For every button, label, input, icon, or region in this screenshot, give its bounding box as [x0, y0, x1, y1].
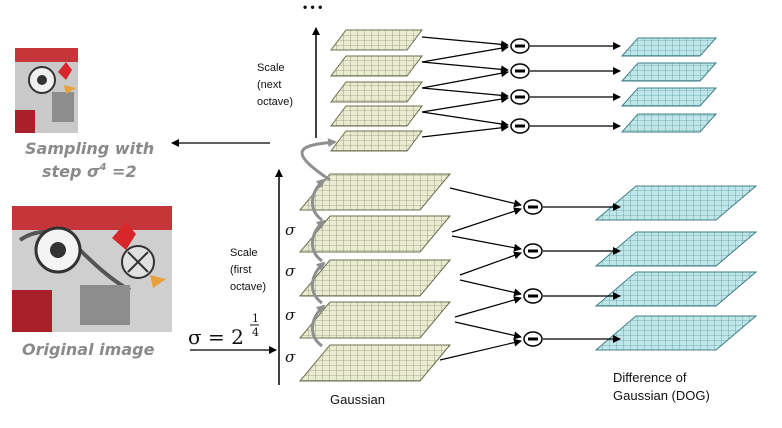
- first-gaussian-layer-3: [298, 259, 452, 297]
- sigma-loop-arrow-1: [311, 304, 326, 348]
- first-minus-node-4: [523, 331, 543, 347]
- first-arrow-g3-m3: [459, 279, 522, 297]
- next-arrow-g4-m3: [421, 95, 509, 113]
- sigma-formula-lhs: σ = 2: [188, 325, 244, 349]
- next-arrow-g3-m2: [421, 69, 509, 89]
- scale-next-label-2: (next: [257, 79, 281, 91]
- arrows: [171, 27, 621, 385]
- gaussian-label: Gaussian: [330, 392, 385, 407]
- next-arrow-g2-m2: [421, 61, 509, 74]
- first-arrow-g3-m2: [459, 251, 522, 276]
- sigma-label-3: σ: [285, 306, 296, 324]
- svg-text:Difference of Gaussian (DO: Difference of Gaussian (DOG): [613, 370, 710, 403]
- sigma-label-1: σ: [285, 221, 296, 239]
- next-dog-layer-4: [620, 113, 718, 133]
- first-dog-layer-3: [594, 271, 758, 307]
- first-arrow-g5-m4: [439, 338, 522, 361]
- ellipsis-label: • • •: [303, 0, 322, 14]
- dog-label-line2: Gaussian (DOG): [613, 388, 710, 403]
- next-minus-node-4: [510, 118, 530, 134]
- sigma-loop-arrow-3: [311, 219, 326, 263]
- next-arrow-g2-m1: [421, 44, 509, 63]
- first-gaussian-layer-4: [298, 301, 452, 339]
- octave-transition-arrow: [300, 138, 337, 182]
- sigma-formula-numerator: 1: [252, 312, 259, 325]
- sigma-loop-arrow-4: [311, 178, 326, 222]
- next-gaussian-layer-1: [330, 29, 423, 51]
- sigma-loop-arrow-2: [311, 261, 326, 305]
- first-arrow-g2-m2: [451, 235, 522, 252]
- sigma-label-4: σ: [285, 348, 296, 366]
- scale-first-label-3: octave): [230, 281, 266, 293]
- small-graffiti-image: [15, 48, 78, 133]
- next-arrow-g3-m3: [421, 87, 509, 100]
- sampling-caption-value: =2: [106, 162, 136, 181]
- scale-next-label-3: octave): [257, 96, 293, 108]
- next-minus-node-3: [510, 89, 530, 105]
- next-dog-layer-2: [620, 62, 718, 82]
- svg-text:Scale (next octave): Scale (next octave): [257, 62, 293, 108]
- original-graffiti-image: [12, 206, 172, 332]
- next-gaussian-layer-4: [330, 105, 423, 127]
- sigma-label-2: σ: [285, 262, 296, 280]
- next-minus-node-2: [510, 63, 530, 79]
- first-arrow-g4-m4: [454, 321, 522, 340]
- sigma-formula-denominator: 4: [252, 326, 259, 339]
- next-dog-layer-1: [620, 37, 718, 57]
- scale-first-label-1: Scale: [230, 247, 258, 259]
- next-dog-layer-3: [620, 87, 718, 107]
- dog-label-line1: Difference of: [613, 370, 687, 385]
- first-dog-layer-1: [594, 185, 758, 221]
- layer-planes: [298, 29, 758, 382]
- next-gaussian-layer-3: [330, 81, 423, 103]
- first-arrow-g1-m1: [449, 187, 522, 208]
- first-dog-layer-2: [594, 231, 758, 267]
- scale-first-label-2: (first: [230, 264, 251, 276]
- svg-text:Scale (first octave): Scale (first octave): [230, 247, 266, 293]
- original-image-caption: Original image: [22, 340, 155, 359]
- first-gaussian-layer-5: [298, 344, 452, 382]
- next-arrow-g1-m1: [421, 36, 509, 49]
- next-minus-node-1: [510, 38, 530, 54]
- first-arrow-g2-m1: [451, 207, 522, 233]
- first-minus-node-3: [523, 288, 543, 304]
- sampling-caption-exponent: 4: [99, 162, 107, 173]
- next-arrow-g5-m4: [421, 123, 509, 138]
- next-gaussian-layer-5: [330, 130, 423, 152]
- first-minus-node-1: [523, 199, 543, 215]
- sampling-caption-line1: Sampling with: [25, 139, 154, 158]
- first-minus-node-2: [523, 243, 543, 259]
- sampling-caption-line2: step σ: [42, 162, 100, 181]
- scale-next-label-1: Scale: [257, 62, 285, 74]
- next-arrow-g4-m4: [421, 111, 509, 128]
- first-dog-layer-4: [594, 315, 758, 351]
- svg-text:Sampling with: Sampling with: [25, 139, 154, 158]
- first-arrow-g4-m3: [454, 296, 522, 318]
- subtraction-nodes: [510, 38, 543, 347]
- svg-text:step σ4 =2: step σ4 =2: [42, 162, 137, 181]
- next-gaussian-layer-2: [330, 55, 423, 77]
